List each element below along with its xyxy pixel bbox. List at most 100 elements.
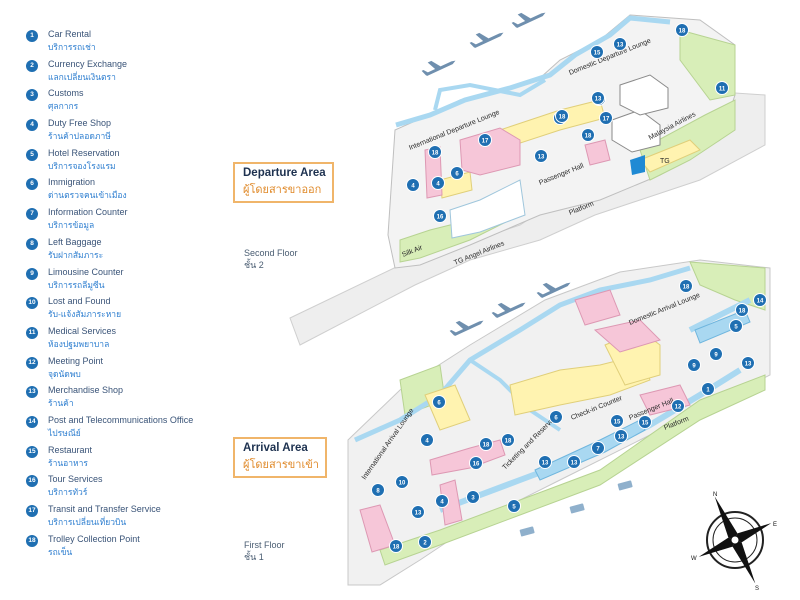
facility-marker[interactable]: 4 [406,178,420,192]
facility-marker[interactable]: 16 [433,209,447,223]
second-floor-th: ชั้น 2 [244,260,264,270]
compass-center [730,535,740,545]
legend-label-en: Restaurant [48,444,93,455]
facility-marker[interactable]: 4 [435,494,449,508]
marker-number: 13 [542,460,549,466]
facility-marker[interactable]: 11 [715,81,729,95]
legend-label-en: Post and Telecommunications Office [48,414,194,425]
facility-marker[interactable]: 6 [432,395,446,409]
facility-marker[interactable]: 13 [591,91,605,105]
legend-label-en: Tour Services [48,474,103,485]
legend-number-badge: 13 [26,386,38,399]
facility-marker[interactable]: 18 [675,23,689,37]
facility-marker[interactable]: 18 [555,109,569,123]
car-icon [519,526,535,537]
compass-ring [706,511,764,569]
facility-marker[interactable]: 18 [501,433,515,447]
marker-number: 5 [512,504,516,510]
facility-marker[interactable]: 5 [729,319,743,333]
facility-marker[interactable]: 5 [507,499,521,513]
marker-number: 10 [399,480,406,486]
marker-badge [466,490,480,504]
facility-marker[interactable]: 7 [591,441,605,455]
compass-n-label: N [713,492,717,498]
facility-marker[interactable]: 13 [538,455,552,469]
facility-marker[interactable]: 10 [395,475,409,489]
marker-badge [406,178,420,192]
departure-building-block [619,74,669,116]
facility-marker[interactable]: 13 [614,429,628,443]
facility-marker[interactable]: 4 [431,176,445,190]
legend-label-th: บริการทัวร์ [48,487,88,498]
legend-label-th: ร้านอาหาร [48,457,88,468]
legend-label-en: Car Rental [48,29,92,39]
marker-number: 17 [482,138,489,144]
departure-area-title: Departure Area ผู้โดยสารขาออก [233,162,334,203]
marker-number: 16 [473,461,480,467]
facility-marker[interactable]: 18 [581,128,595,142]
facility-marker[interactable]: 18 [428,145,442,159]
legend-label-th: บริการเปลี่ยนเที่ยวบิน [48,517,127,527]
facility-marker[interactable]: 13 [613,37,627,51]
legend-label-th: จุดนัดพบ [48,368,81,379]
arrival-title-en: Arrival Area [243,442,308,454]
facility-marker[interactable]: 18 [389,539,403,553]
facility-marker[interactable]: 9 [709,347,723,361]
marker-badge [599,111,613,125]
marker-number: 15 [594,50,601,56]
facility-marker[interactable]: 18 [679,279,693,293]
facility-marker[interactable]: 14 [753,293,767,307]
facility-marker[interactable]: 8 [371,483,385,497]
facility-marker[interactable]: 3 [466,490,480,504]
marker-number: 13 [595,96,602,102]
marker-badge [610,414,624,428]
facility-marker[interactable]: 13 [741,356,755,370]
facility-marker[interactable]: 13 [567,455,581,469]
marker-number: 18 [585,133,592,139]
facility-marker[interactable]: 2 [418,535,432,549]
marker-badge [701,382,715,396]
marker-number: 17 [603,116,610,122]
marker-badge [590,45,604,59]
compass-needle [698,537,735,557]
marker-badge [501,433,515,447]
marker-badge [433,209,447,223]
facility-marker[interactable]: 13 [534,149,548,163]
legend-label-en: Information Counter [48,207,128,218]
marker-number: 9 [714,352,718,358]
facility-marker[interactable]: 1 [701,382,715,396]
marker-badge [538,455,552,469]
facility-marker[interactable]: 9 [687,358,701,372]
legend-number-badge: 9 [26,267,38,280]
facility-marker[interactable]: 18 [479,437,493,451]
facility-marker[interactable]: 15 [590,45,604,59]
facility-marker[interactable]: 6 [549,410,563,424]
facility-marker[interactable]: 13 [411,505,425,519]
facility-marker[interactable]: 12 [671,399,685,413]
facility-marker[interactable]: 15 [610,414,624,428]
marker-number: 15 [642,420,649,426]
facility-marker[interactable]: 16 [469,456,483,470]
facility-marker[interactable]: 17 [599,111,613,125]
marker-number: 18 [393,544,400,550]
facility-marker[interactable]: 17 [478,133,492,147]
compass-ring [712,517,758,563]
facility-marker[interactable]: 6 [450,166,464,180]
marker-badge [389,539,403,553]
facility-marker[interactable]: 15 [638,415,652,429]
legend-number-badge: 12 [26,356,38,369]
legend-number-badge: 14 [26,415,38,428]
facility-marker[interactable]: 18 [735,303,749,317]
legend-label-en: Meeting Point [48,355,104,366]
legend-label-th: บริการรถเช่า [48,42,96,52]
facility-marker[interactable]: 4 [420,433,434,447]
legend-label-en: Hotel Reservation [48,147,120,158]
marker-number: 18 [505,438,512,444]
